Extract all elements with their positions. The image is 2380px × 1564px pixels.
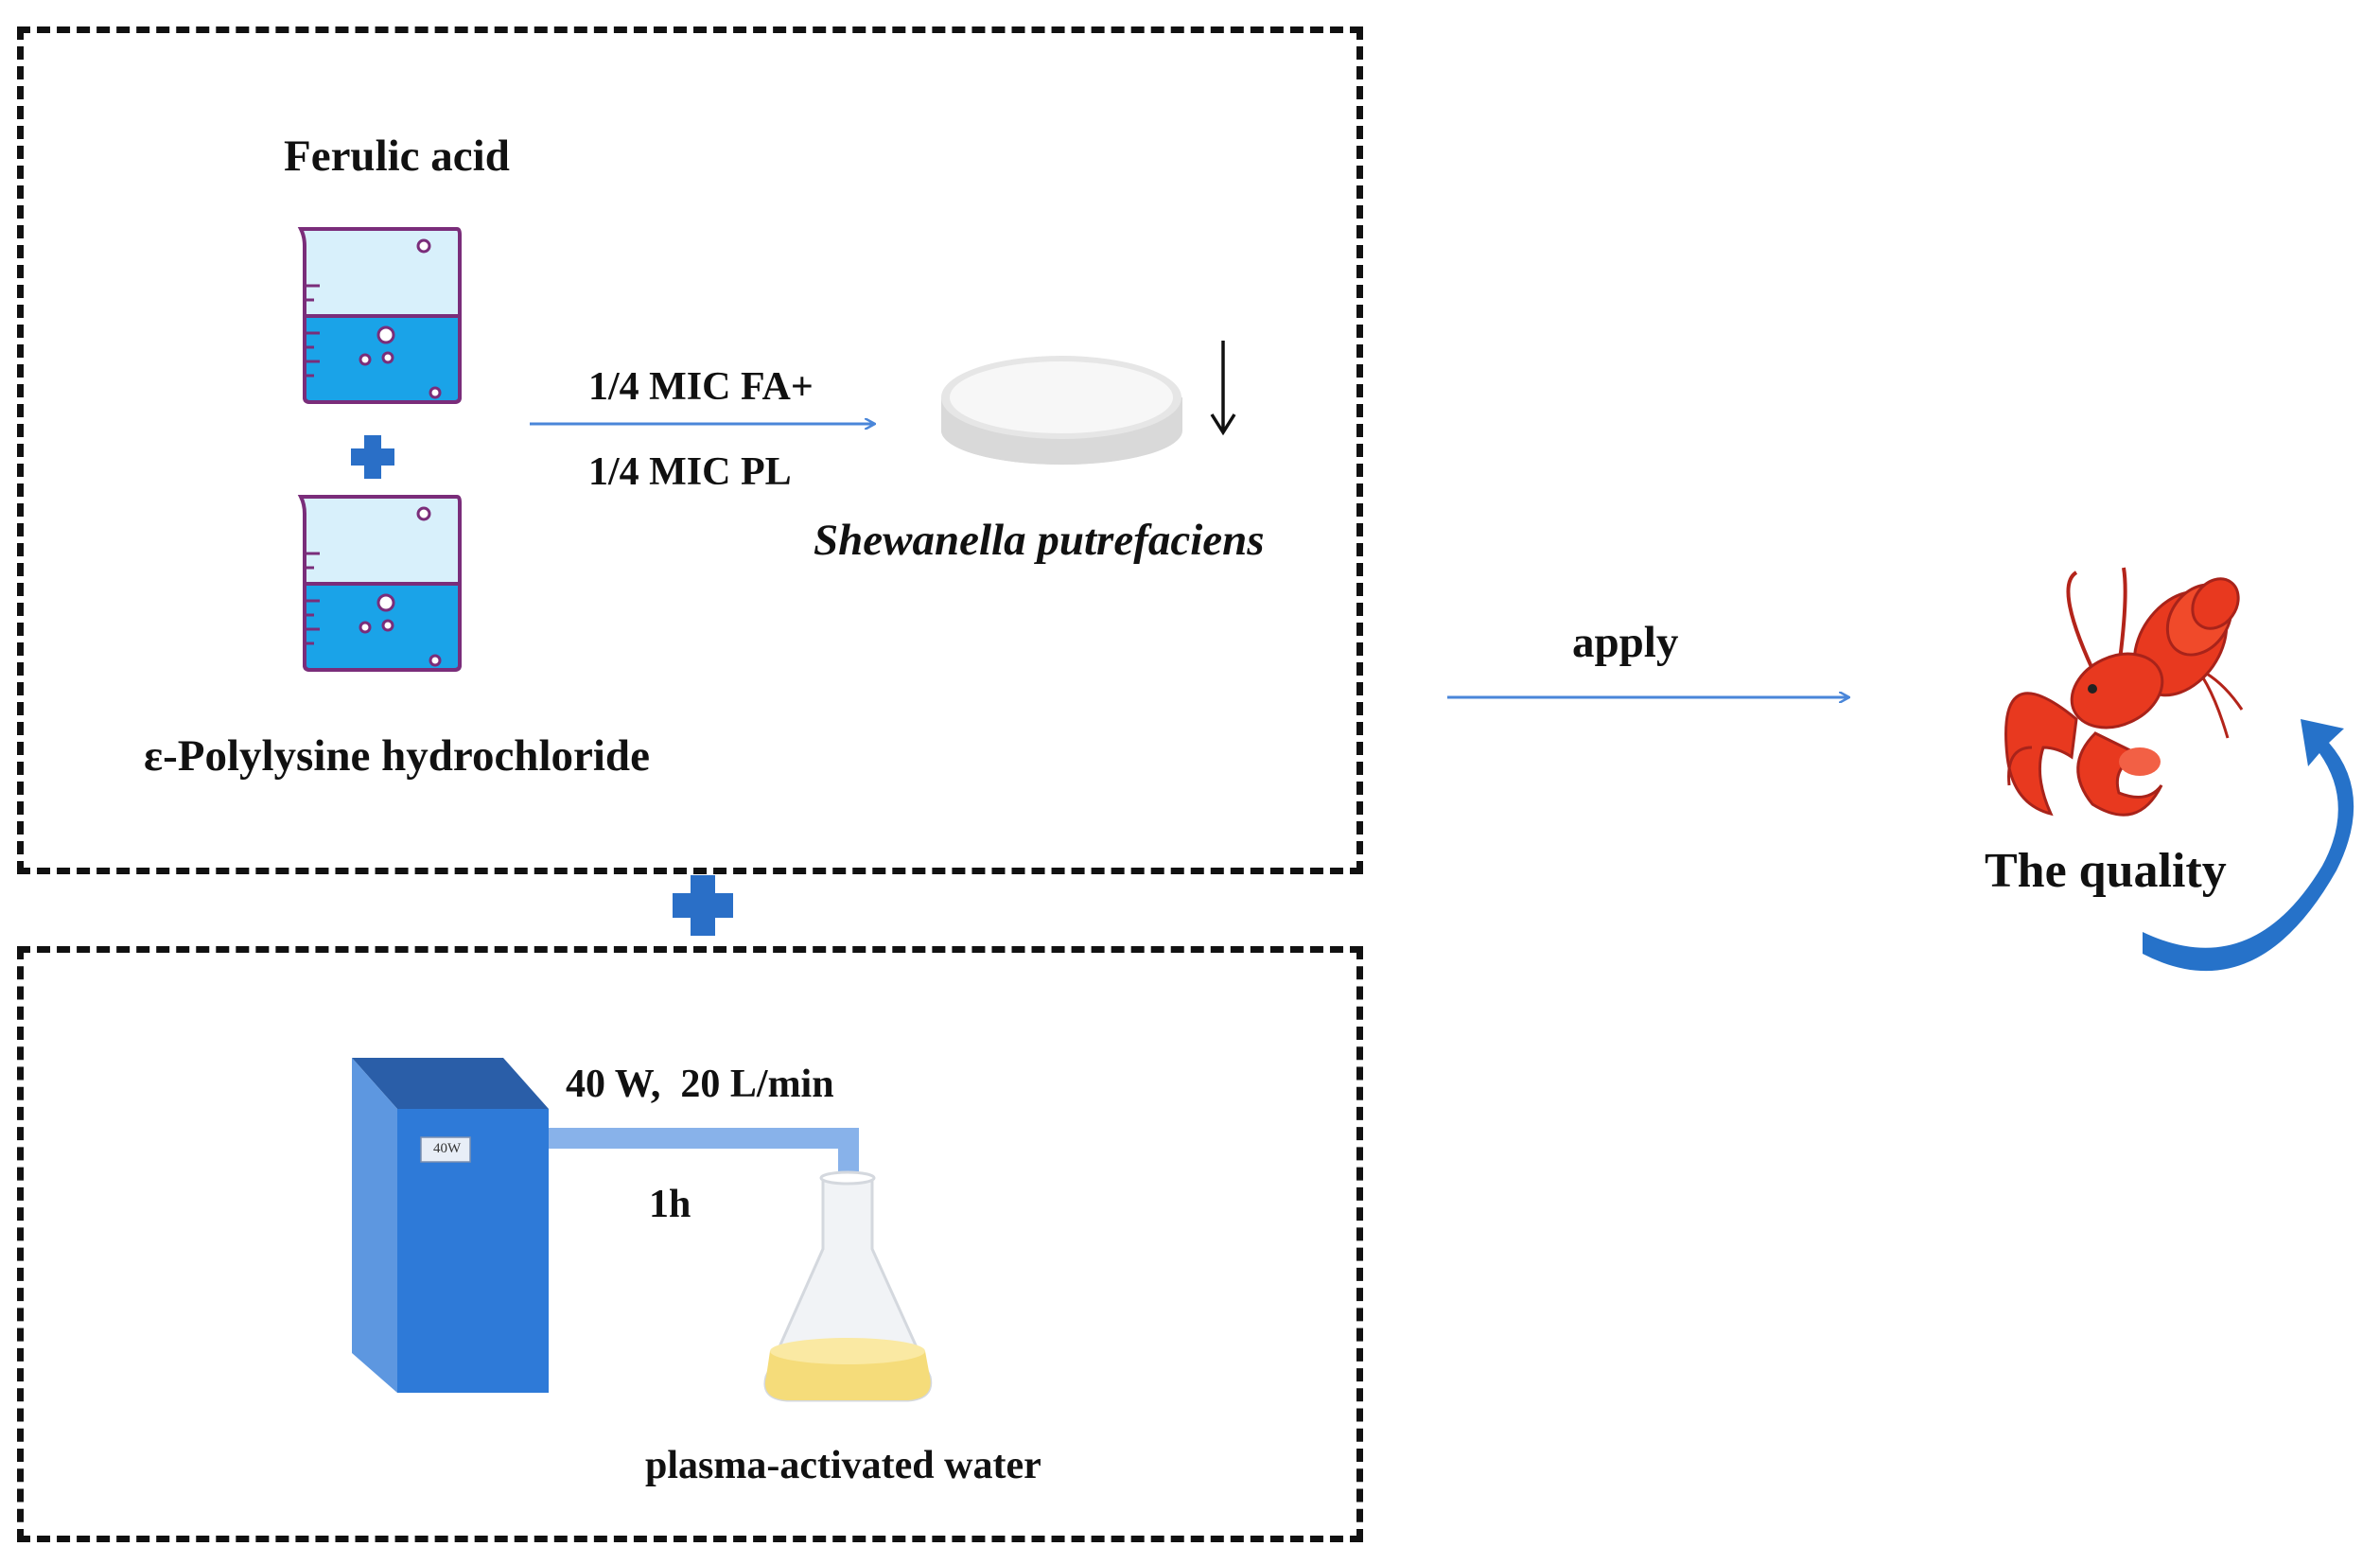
device-tag: 40W [433,1141,462,1156]
power-flow-label: 40 W, 20 L/min [566,1063,834,1106]
product-label: plasma-activated water [645,1444,1041,1487]
down-arrow-icon [1210,341,1236,436]
beaker-icon [297,495,462,672]
polylysine-label: ε-Polylysine hydrochloride [144,731,650,781]
plasma-generator-icon [352,1058,549,1393]
bacteria-label: Shewanella putrefaciens [814,516,1265,565]
lobster-icon [2004,567,2244,817]
flask-icon [763,1170,933,1402]
treatment-line-2: 1/4 MIC PL [588,450,792,494]
apply-label: apply [1572,618,1679,667]
bottom-panel-frame [17,946,1363,1542]
treatment-line-1: 1/4 MIC FA+ [588,365,814,409]
petri-dish-icon [941,356,1182,466]
plus-icon [673,875,733,936]
curved-arrow-icon [2143,719,2354,972]
ferulic-acid-label: Ferulic acid [284,132,510,181]
beaker-icon [297,227,462,404]
plus-icon [351,435,394,479]
result-label: The quality [1985,844,2227,898]
time-label: 1h [649,1183,691,1226]
top-panel-frame [17,26,1363,874]
